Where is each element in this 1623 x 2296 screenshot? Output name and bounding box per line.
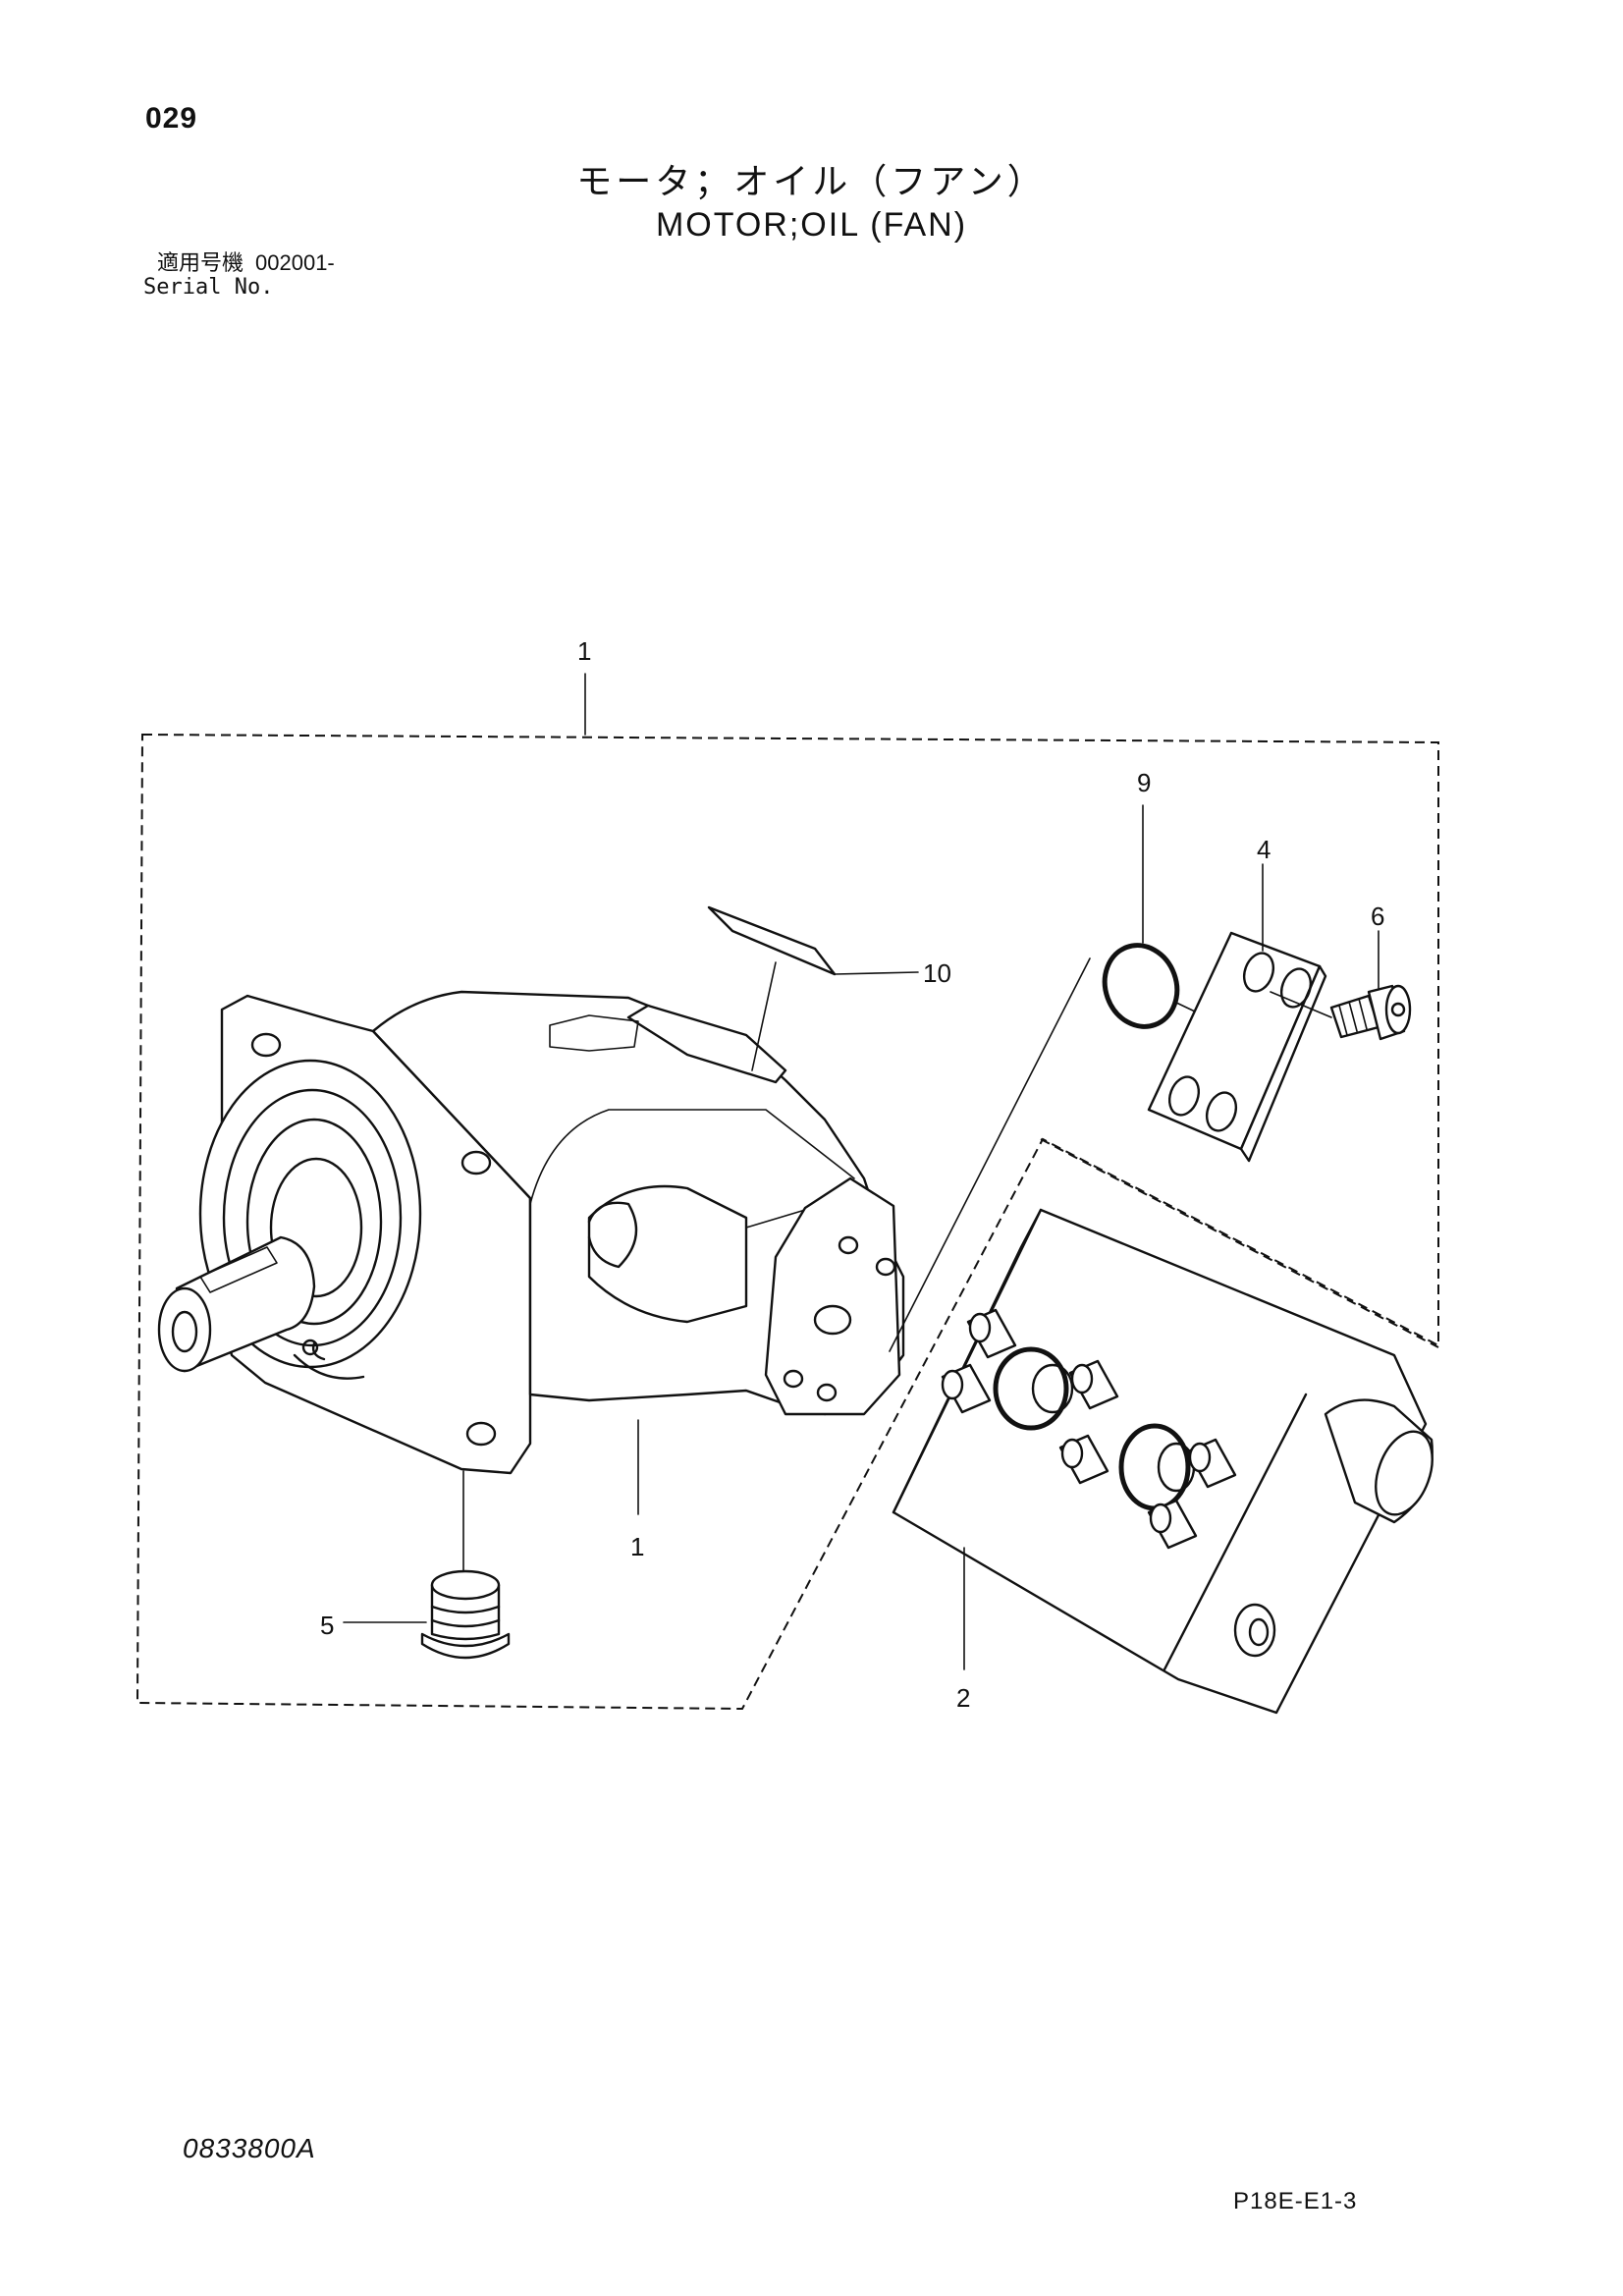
housing-boss [626, 1004, 787, 1084]
port-bolt-2 [875, 1257, 896, 1277]
screw-head-face [1384, 984, 1412, 1035]
serial-block: 適用号機 002001- Serial No. [143, 251, 335, 300]
plate-hole-4 [1205, 1091, 1238, 1132]
motor-port-block [764, 1176, 901, 1416]
valve-port-1 [1031, 1363, 1074, 1414]
serial-label-en: Serial No. [143, 275, 274, 300]
callout-valve-block: 2 [956, 1683, 970, 1713]
clip-pin [301, 1339, 319, 1356]
front-ring-4 [269, 1157, 363, 1298]
plug-thread-1 [430, 1605, 501, 1614]
port-opening [813, 1304, 852, 1336]
plate-hole-3 [1167, 1075, 1201, 1117]
housing-contour [529, 1109, 855, 1205]
shaft-bore [171, 1310, 198, 1353]
name-plate-leader [834, 971, 919, 975]
callout-motor: 1 [630, 1532, 644, 1561]
motor-shaft [175, 1235, 316, 1373]
stud-2-end [941, 1369, 964, 1400]
page-number: 029 [145, 102, 198, 135]
screw-to-plate [1270, 991, 1332, 1018]
plate-hole-1 [1242, 952, 1275, 993]
valve-cap-face [1375, 1430, 1434, 1516]
shaft-end [157, 1286, 212, 1373]
name-plate [707, 905, 837, 976]
front-ring-2 [222, 1088, 403, 1347]
flange-hole-1 [250, 1032, 282, 1058]
sheet-code: P18E-E1-3 [1233, 2188, 1358, 2214]
callout-name-plate: 10 [923, 958, 951, 988]
plug-drawing [420, 1569, 511, 1660]
serial-row-jp: 適用号機 002001- [143, 251, 335, 276]
o-ring [1102, 943, 1180, 1029]
stud-1-end [968, 1312, 992, 1343]
callout-assembly: 1 [577, 636, 591, 666]
plate-hole-2 [1279, 967, 1313, 1009]
housing-rib [549, 1014, 639, 1052]
o-ring-to-port [889, 957, 1091, 1352]
valve-block-drawing [892, 1208, 1434, 1715]
plate-side [1239, 964, 1327, 1163]
plug-top [430, 1569, 501, 1601]
valve-block-seam [1163, 1393, 1308, 1671]
title-english: MOTOR;OIL (FAN) [655, 206, 968, 244]
port-bolt-4 [816, 1383, 838, 1402]
flange-hole-3 [465, 1421, 497, 1447]
port-bolt-3 [783, 1369, 804, 1389]
screw-socket [1390, 1002, 1406, 1017]
plug-thread-2 [430, 1618, 501, 1628]
callout-screw: 6 [1371, 902, 1384, 931]
callout-o-ring: 9 [1137, 768, 1151, 797]
serial-value: 002001- [255, 250, 335, 275]
screw-drawing [1329, 984, 1412, 1041]
valve-block-edge [892, 1208, 1043, 1514]
shaft-key [199, 1246, 278, 1293]
motor-drawing [157, 990, 905, 1475]
document-code: 0833800A [183, 2133, 316, 2163]
stud-3-end [1070, 1363, 1094, 1394]
valve-small-port-inner [1248, 1617, 1270, 1647]
stud-4-end [1060, 1438, 1084, 1469]
flange-hole-2 [460, 1150, 492, 1175]
plate-drawing [1147, 931, 1327, 1163]
title-japanese: モータ；オイル（フアン） [576, 162, 1047, 202]
valve-region-boundary [1040, 1138, 1439, 1348]
valve-studs [941, 1308, 1237, 1550]
stud-6-end [1149, 1503, 1172, 1534]
port-bolt-1 [838, 1235, 859, 1255]
screw-thread-lines [1338, 998, 1368, 1036]
name-plate-to-motor [751, 961, 777, 1071]
housing-logo [587, 1201, 638, 1269]
callout-plug: 5 [320, 1611, 334, 1640]
housing-window [587, 1184, 748, 1324]
valve-o-ring-1 [993, 1346, 1069, 1431]
stud-5-end [1188, 1442, 1212, 1473]
plug-collar [420, 1632, 511, 1660]
front-ring-3 [245, 1118, 383, 1326]
serial-label-jp: 適用号機 [157, 251, 244, 276]
callout-plate: 4 [1257, 835, 1271, 864]
